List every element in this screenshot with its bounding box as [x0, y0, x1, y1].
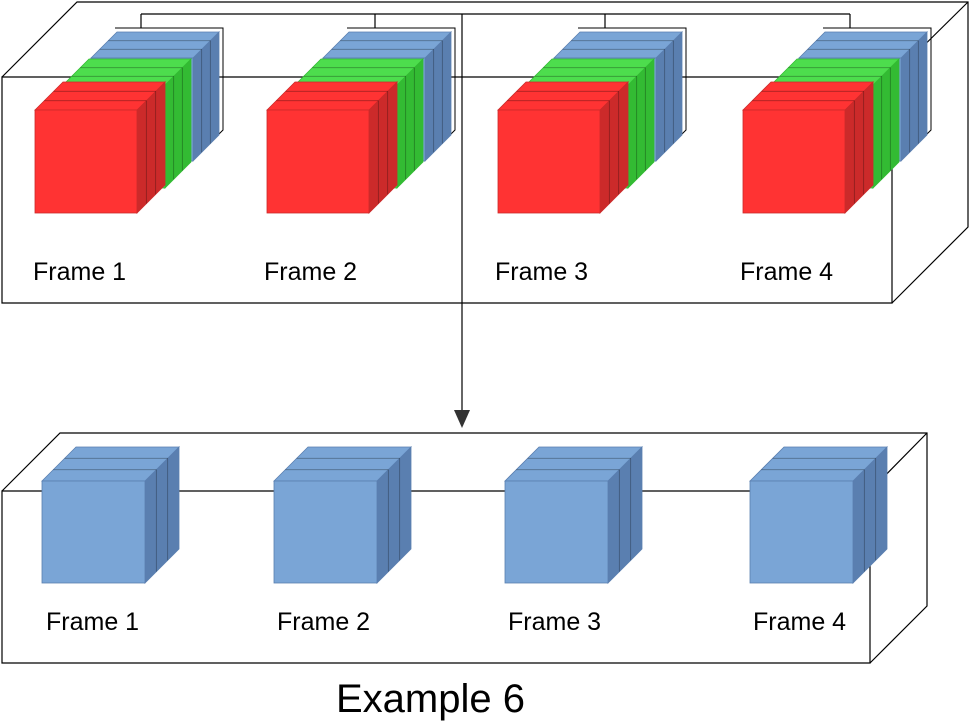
bottom-frame-3-label: Frame 3 [508, 608, 601, 636]
bottom-frame-3-cube [504, 446, 643, 584]
bottom-frame-4-label: Frame 4 [753, 608, 846, 636]
flow-arrow [454, 14, 470, 428]
bottom-frame-cubes [41, 446, 888, 584]
bottom-frame-2-cube [273, 446, 412, 584]
top-frame-4-stack [742, 27, 932, 214]
top-frame-1-stack [34, 27, 224, 214]
top-frame-3-stack [497, 27, 687, 214]
top-frame-1-red-layer [34, 81, 166, 214]
top-connector-bracket [140, 13, 851, 28]
diagram-caption: Example 6 [336, 677, 525, 721]
top-frame-stacks [34, 27, 932, 214]
bottom-frame-4-cube [749, 446, 888, 584]
top-frame-1-label: Frame 1 [33, 258, 126, 286]
top-frame-3-red-layer [497, 81, 629, 214]
bottom-frame-1-label: Frame 1 [46, 608, 139, 636]
bottom-frame-1-cube [41, 446, 180, 584]
top-frame-2-red-layer [266, 81, 398, 214]
bottom-frame-2-label: Frame 2 [277, 608, 370, 636]
top-frame-2-stack [266, 27, 456, 214]
top-frame-3-label: Frame 3 [495, 258, 588, 286]
top-frame-2-label: Frame 2 [264, 258, 357, 286]
top-frame-4-label: Frame 4 [740, 258, 833, 286]
top-frame-4-red-layer [742, 81, 874, 214]
